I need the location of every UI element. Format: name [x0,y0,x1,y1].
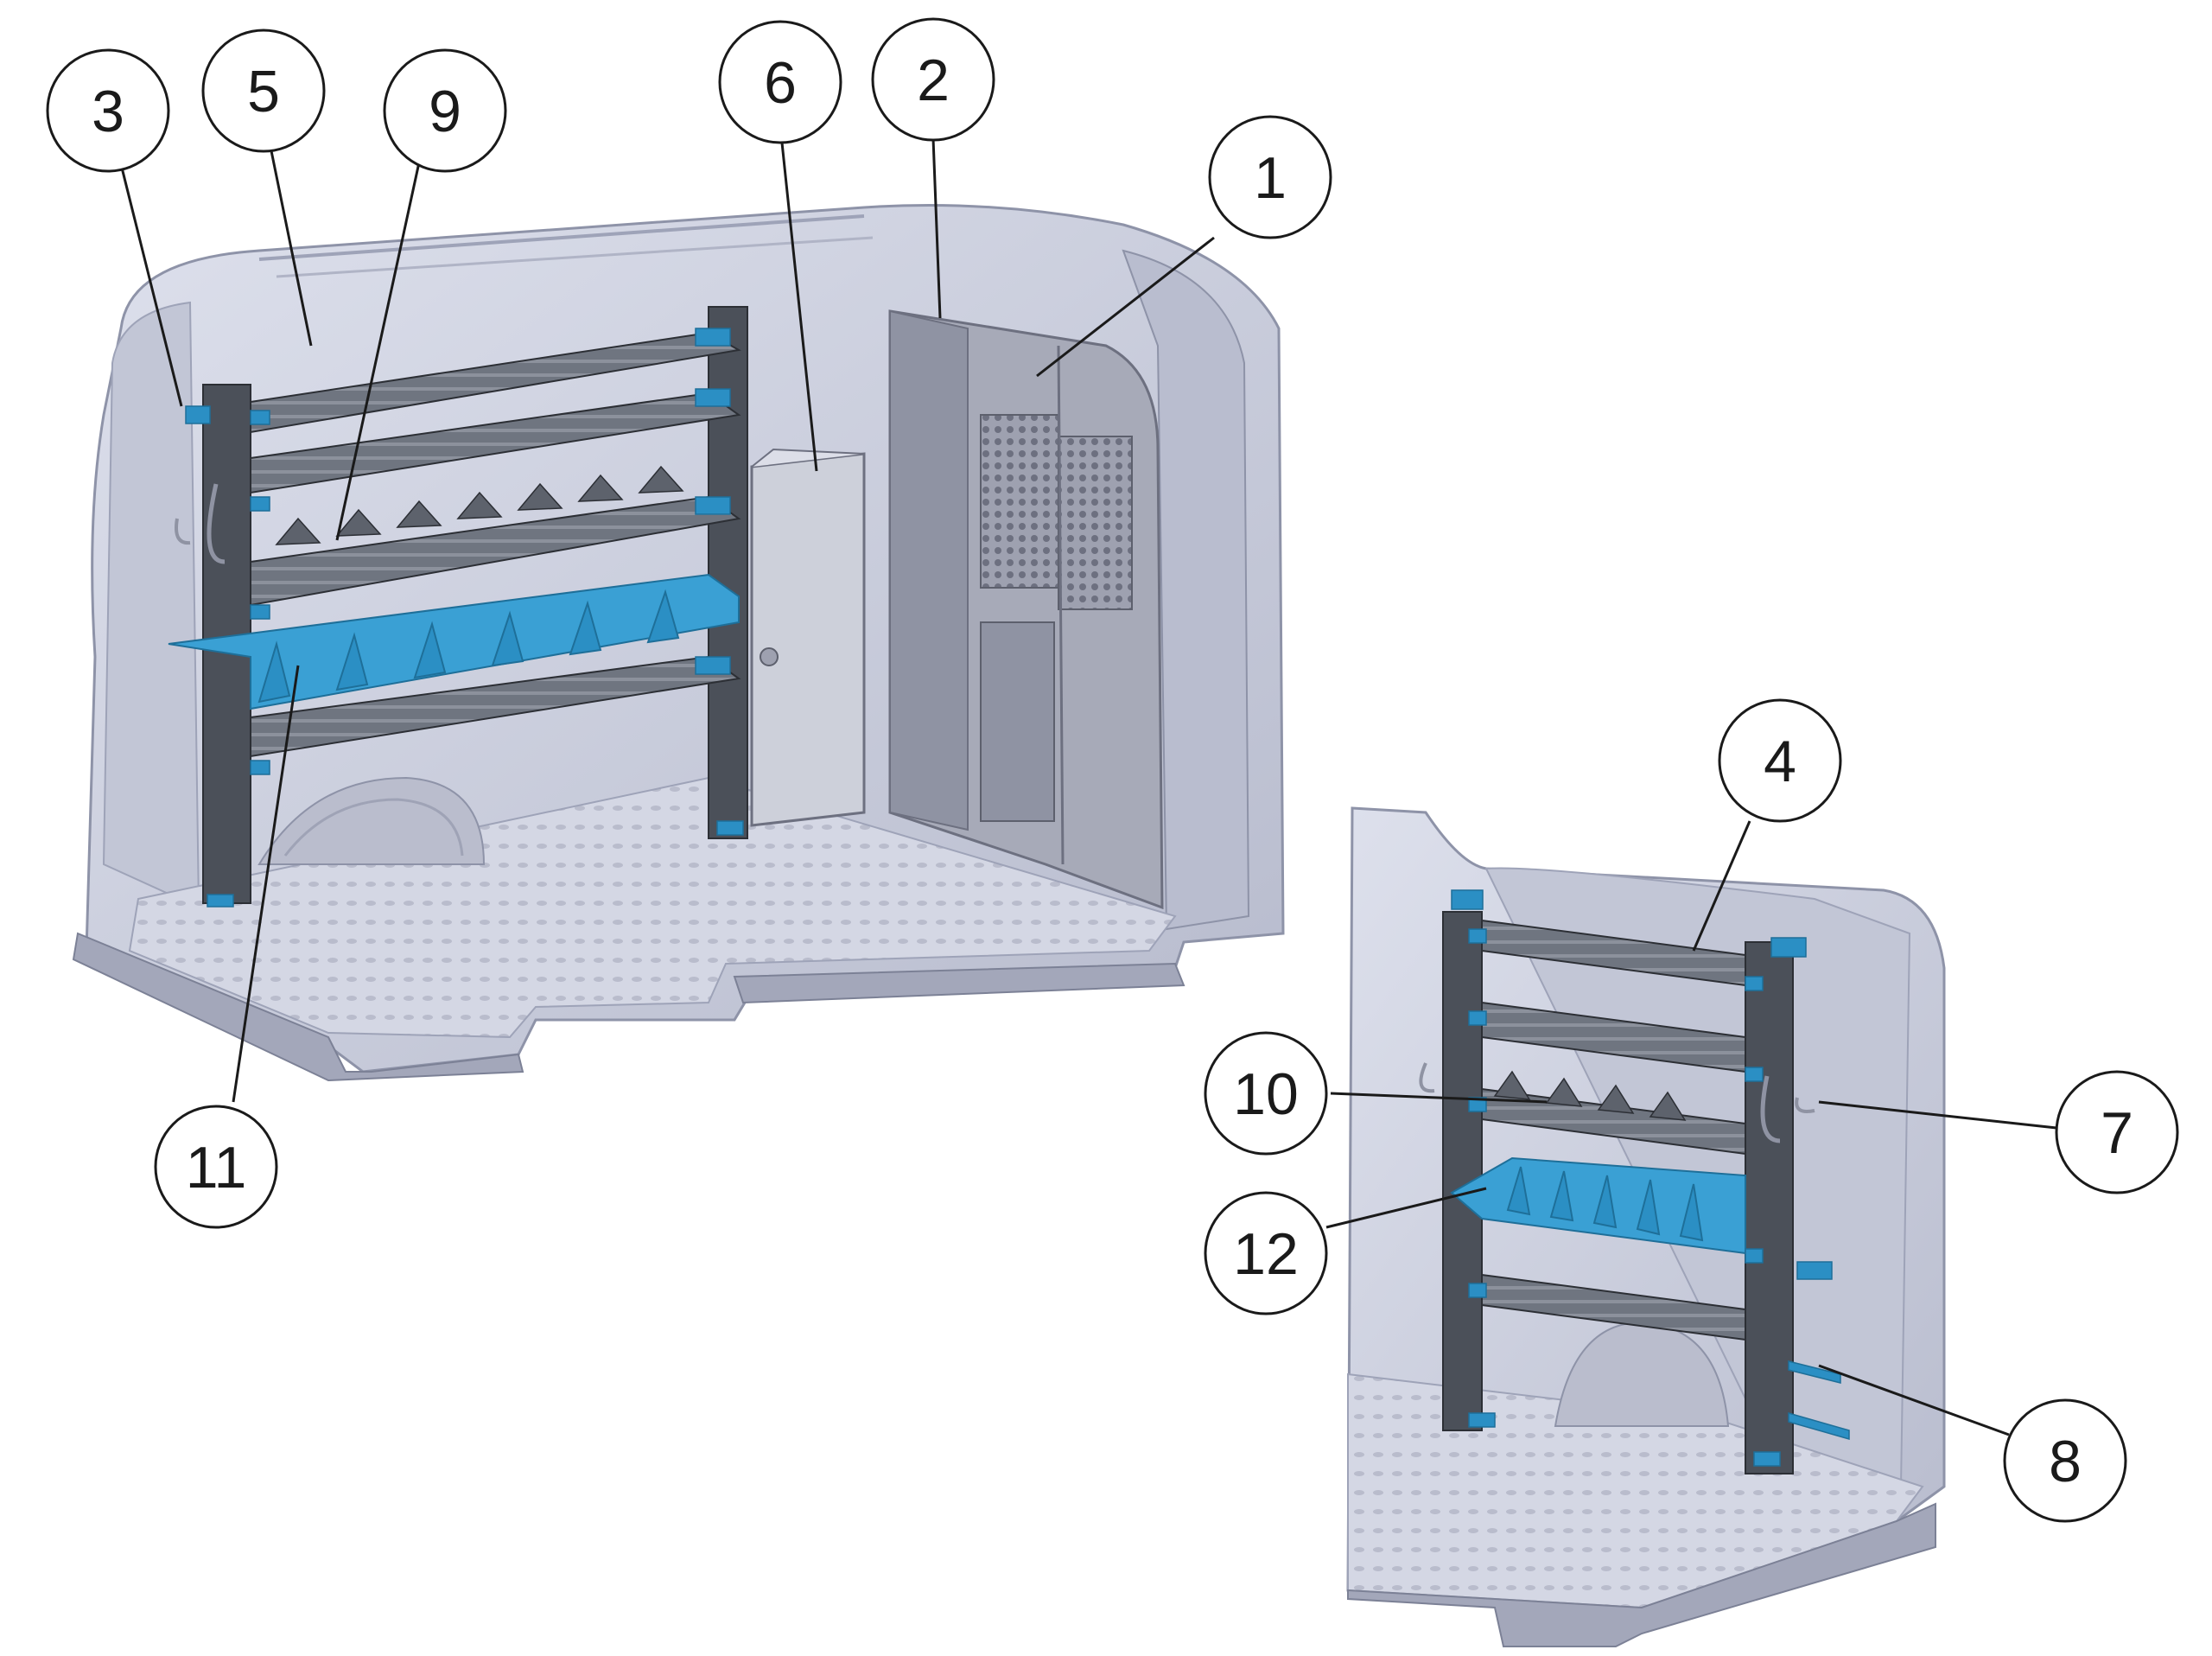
callout-4-label: 4 [1764,729,1796,794]
callout-6-label: 6 [764,50,797,116]
callout-11: 11 [154,1105,278,1229]
callout-12-label: 12 [1233,1221,1299,1287]
callout-9-label: 9 [429,79,461,144]
callout-bubbles: 1 2 3 4 5 6 7 8 [46,17,2179,1523]
leader-1 [1036,236,1215,378]
callout-10-label: 10 [1233,1061,1299,1127]
leader-9 [335,142,425,541]
leader-3 [119,163,183,407]
left-van-floor [128,776,1177,1039]
left-shelving-unit [168,306,748,908]
callout-5-label: 5 [247,59,280,124]
callout-9: 9 [383,48,507,173]
partition-mesh-right [1058,436,1133,610]
right-shelving-unit [1419,889,1850,1474]
callout-8-label: 8 [2049,1429,2082,1494]
leader-10 [1330,1092,1548,1104]
callout-1: 1 [1208,115,1332,239]
leader-6 [780,142,818,472]
callout-8: 8 [2003,1398,2127,1523]
right-van-view [1346,806,1946,1647]
partition-mesh-left [980,414,1059,589]
leader-11 [232,665,300,1103]
rack-upright-rear [708,306,748,839]
rack-upright-left [1442,911,1483,1431]
callout-3: 3 [46,48,170,173]
blue-bin-shelf [168,573,740,710]
callout-2: 2 [871,17,995,142]
callout-3-label: 3 [92,79,124,144]
callout-12: 12 [1204,1191,1328,1315]
leader-2 [931,137,942,319]
callout-5: 5 [201,29,326,153]
leader-5 [266,133,313,347]
callout-leaders [119,133,2057,1436]
callout-7-label: 7 [2101,1100,2133,1166]
leader-8 [1818,1364,2010,1436]
left-van-view [72,204,1285,1082]
leader-12 [1325,1187,1487,1229]
leader-4 [1692,820,1751,952]
callout-4: 4 [1718,698,1842,823]
callout-6: 6 [718,20,842,144]
callout-7: 7 [2055,1070,2179,1194]
callout-11-label: 11 [186,1135,247,1201]
leader-7 [1818,1100,2057,1130]
left-van-right-wall [1122,249,1250,931]
rack-upright-right [1745,941,1794,1474]
callout-10: 10 [1204,1031,1328,1156]
callout-1-label: 1 [1254,145,1287,211]
storage-cabinet [750,452,866,827]
callout-2-label: 2 [917,48,950,113]
